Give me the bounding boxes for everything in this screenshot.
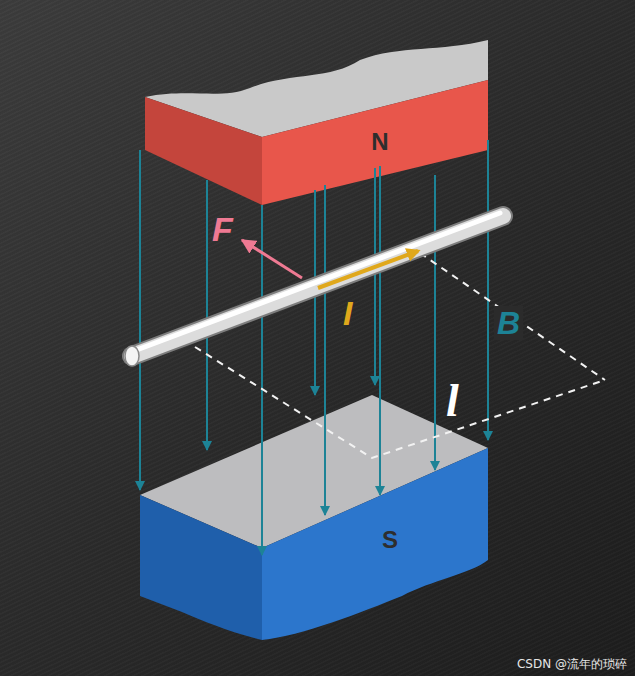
watermark: CSDN @流年的琐碎	[517, 658, 627, 670]
rod-body	[132, 216, 503, 356]
rod-end	[125, 346, 139, 366]
magnet-face	[262, 448, 488, 640]
length-label: l	[446, 378, 459, 424]
pole-label: N	[371, 130, 388, 154]
field-label: B	[494, 306, 523, 340]
south-magnet: S	[136, 390, 494, 646]
field-line	[206, 180, 208, 450]
dashed-line	[195, 253, 605, 458]
force-arrow	[242, 240, 302, 278]
current-label: I	[343, 296, 352, 330]
current-arrow	[318, 251, 418, 288]
field-line	[487, 140, 489, 440]
field-line	[324, 185, 326, 515]
field-line	[261, 205, 263, 555]
conductor-rod	[125, 213, 503, 366]
magnet-shape	[136, 390, 494, 646]
magnet-shape	[138, 28, 494, 212]
magnet-face	[145, 97, 262, 205]
rod-outline	[132, 216, 503, 356]
field-line	[379, 166, 381, 495]
pole-label: S	[382, 528, 398, 552]
field-line	[374, 168, 376, 385]
magnet-face	[140, 495, 262, 640]
field-line	[434, 175, 436, 470]
north-magnet: N	[138, 28, 494, 212]
field-line	[139, 150, 141, 490]
rod-highlight	[134, 213, 500, 351]
force-label: F	[212, 212, 233, 246]
